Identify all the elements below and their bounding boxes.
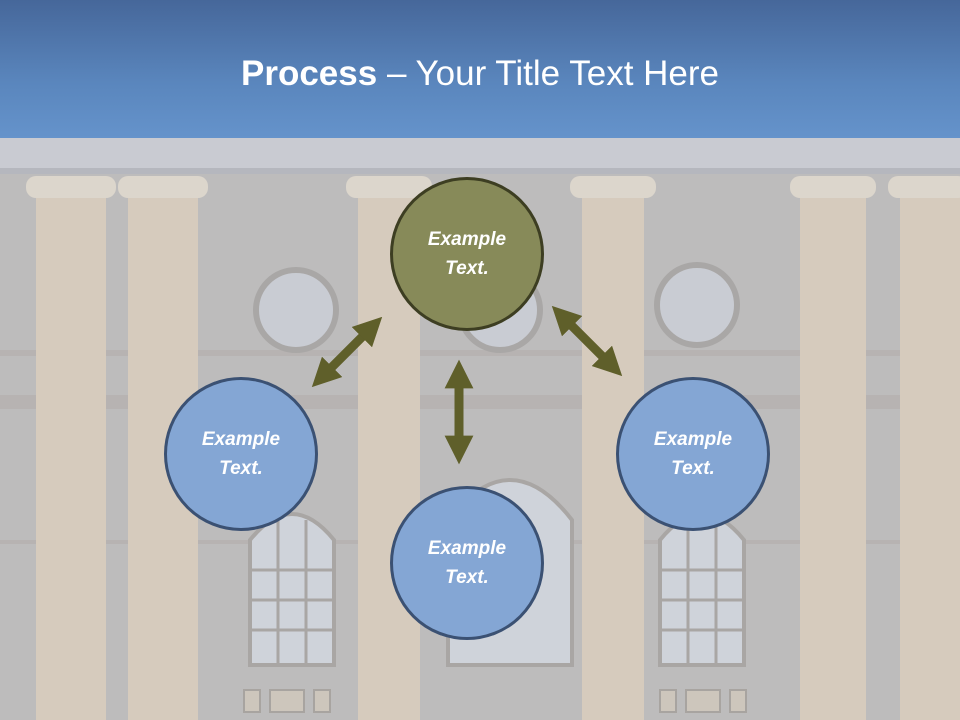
circle-left[interactable]: Example Text. xyxy=(164,377,318,531)
circle-bottom[interactable]: Example Text. xyxy=(390,486,544,640)
circle-top[interactable]: Example Text. xyxy=(390,177,544,331)
title-banner xyxy=(0,0,960,138)
slide-title: Process – Your Title Text Here xyxy=(0,50,960,98)
arrow-right-top xyxy=(551,305,623,377)
title-regular-part: – Your Title Text Here xyxy=(377,54,719,93)
circle-top-text: Example Text. xyxy=(427,229,507,279)
arrow-left-top xyxy=(311,316,383,388)
circle-bottom-text: Example Text. xyxy=(427,538,507,588)
circle-right[interactable]: Example Text. xyxy=(616,377,770,531)
title-bold-part: Process xyxy=(241,54,378,93)
circle-right-text: Example Text. xyxy=(653,429,733,479)
circle-left-text: Example Text. xyxy=(201,429,281,479)
